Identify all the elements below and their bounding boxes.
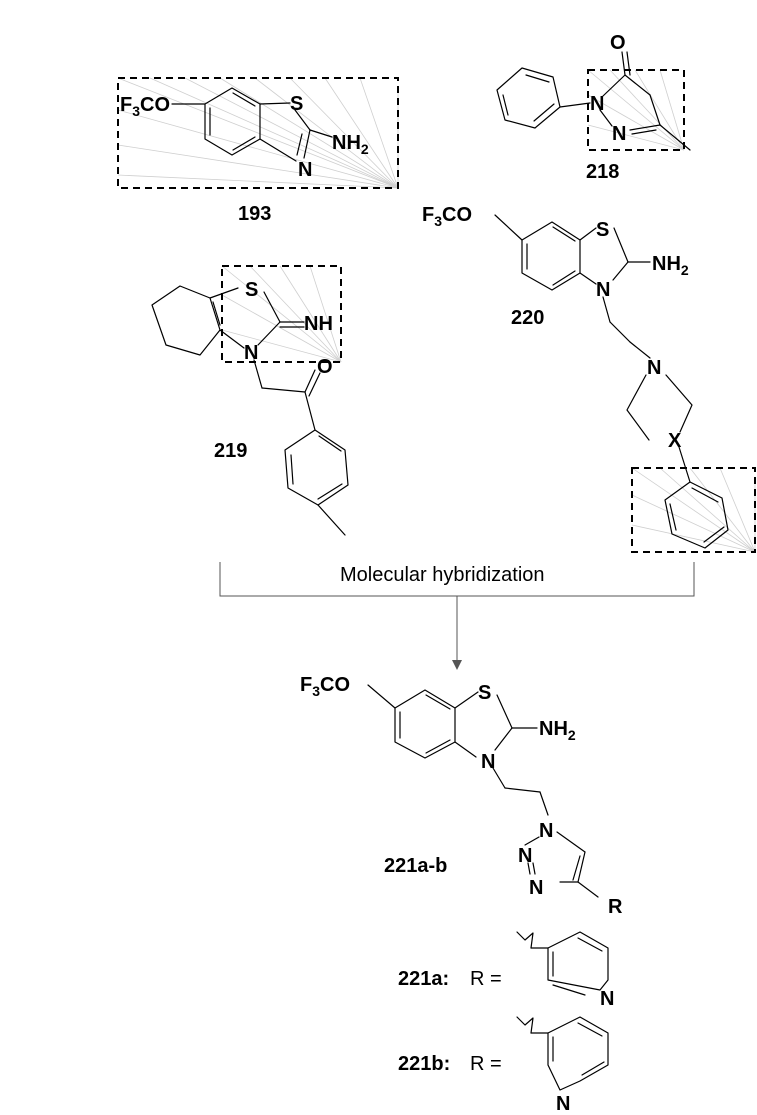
pyridin-4-yl-ring [516,931,609,996]
compound-number-193: 193 [238,203,271,225]
f3co-label-221: F3CO [300,674,350,699]
triazole-n3: N [529,877,543,899]
oxygen-atom-219: O [317,356,333,378]
arrow-head [452,660,462,670]
compound-193: F3CO S N NH2 193 [117,77,399,225]
tolyl-ring-219 [284,429,349,536]
x-atom-220: X [668,430,682,452]
compound-219: S NH N O 219 [151,265,349,536]
nitrogen-atom-221: N [481,751,495,773]
sulfur-atom-219: S [245,279,258,301]
phenyl-ring-220 [664,481,729,549]
compound-221: F3CO S N NH2 N N N R 221a-b [300,674,623,918]
sulfur-atom-221: S [478,682,491,704]
nitrogen-atom-piperazine: N [647,357,661,379]
compound-number-221a: 221a: [398,968,449,990]
nh2-label-221: NH2 [539,718,576,743]
substituent-221a: 221a: R = N [398,931,614,1010]
nitrogen-atom-218-b: N [612,123,626,145]
pharmacophore-hatch-218 [587,69,685,151]
f3co-label-220: F3CO [422,204,472,229]
nitrogen-atom-218-a: N [590,93,604,115]
pyridine-nitrogen-221a: N [600,988,614,1010]
pharmacophore-box-193 [117,77,399,189]
triazole-n1: N [539,820,553,842]
benzothiazole-skeleton-193 [171,87,333,162]
r-equals-221a: R = [470,968,502,990]
f3co-text: F3CO [120,94,170,119]
sulfur-atom-220: S [596,219,609,241]
benzothiazole-skeleton-220 [494,214,651,359]
pharmacophore-box-218 [587,69,685,151]
substituent-221b: 221b: R = N [398,1016,609,1115]
r-equals-221b: R = [470,1053,502,1075]
sulfur-atom-193: S [290,93,303,115]
nitrogen-atom-220: N [596,279,610,301]
piperazine-skeleton-220 [626,374,693,483]
nh2-label-220: NH2 [652,253,689,278]
hybridization-label: Molecular hybridization [340,564,545,586]
compound-number-218: 218 [586,161,619,183]
pyridine-nitrogen-221b: N [556,1093,570,1115]
triazole-n2: N [518,845,532,867]
compound-number-221b: 221b: [398,1053,450,1075]
tetrahydrobenzothiazole-skeleton-219 [151,285,321,431]
pyridin-3-yl-ring [516,1016,609,1091]
pharmacophore-hatch-219 [221,265,342,363]
nitrogen-atom-193: N [298,159,312,181]
compound-number-221: 221a-b [384,855,447,877]
compound-218: O N N 218 [496,32,691,183]
pharmacophore-hatch-220 [631,467,756,553]
compound-number-219: 219 [214,440,247,462]
nitrogen-atom-219: N [244,342,258,364]
pyrazolone-skeleton-218 [496,51,691,151]
pharmacophore-hatch-193 [117,77,399,189]
oxygen-atom-218: O [610,32,626,54]
compound-number-220: 220 [511,307,544,329]
f3co-label-193: F3CO [120,94,170,119]
nh2-label-193: NH2 [332,132,369,157]
nh-label-219: NH [304,313,333,335]
compound-220: F3CO S N NH2 N X 220 [422,204,756,553]
triazole-ring-221 [524,831,599,898]
r-group-label: R [608,896,623,918]
benzothiazole-skeleton-221 [367,684,549,816]
hybridization-bracket [219,562,695,670]
pharmacophore-box-220 [631,467,756,553]
